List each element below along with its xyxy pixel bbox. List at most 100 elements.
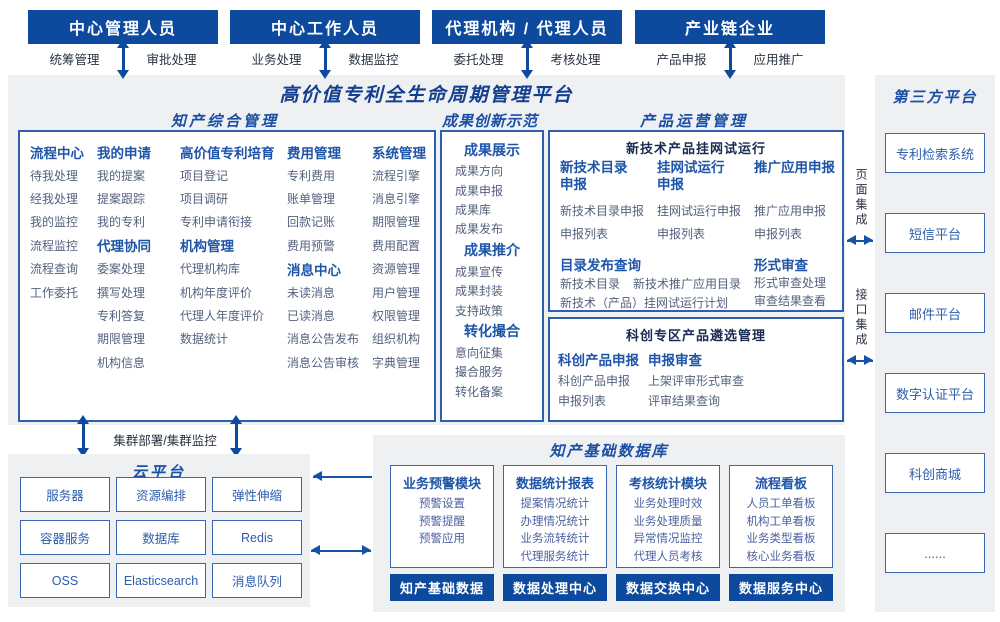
menu-item: 业务处理时效 xyxy=(633,498,703,510)
menu-item: 挂网试运行申报 xyxy=(657,204,742,218)
data-center-bar: 数据处理中心 xyxy=(503,574,607,601)
menu-item: 新技术目录申报 xyxy=(560,204,645,218)
actor-bar: 中心工作人员 xyxy=(230,10,420,44)
column-header: 申报审查 xyxy=(648,353,702,368)
menu-item: 委案处理 xyxy=(97,262,146,277)
column-header: 新技术目录申报 xyxy=(560,159,628,193)
menu-item: 资源管理 xyxy=(372,262,421,277)
module-column-fee-mgmt: 费用管理专利费用账单管理回款记账费用预警消息中心未读消息已读消息消息公告发布消息… xyxy=(287,140,359,374)
actor-role: 委托处理 xyxy=(453,53,504,67)
achievement-rows: 成果展示成果方向成果申报成果库成果发布成果推介成果宣传成果封装支持政策转化撮合意… xyxy=(442,138,542,401)
menu-item: 我的专利 xyxy=(97,215,146,230)
group-header: 机构管理 xyxy=(180,239,234,255)
menu-item: 办理情况统计 xyxy=(520,515,590,528)
data-center-bar: 知产基础数据 xyxy=(390,574,494,601)
actor-roles: 统筹管理 审批处理 xyxy=(28,39,218,79)
menu-item: 流程引擎 xyxy=(372,168,421,183)
actor-role: 数据监控 xyxy=(348,53,399,67)
menu-item: 回款记账 xyxy=(287,215,336,230)
cloud-platform-title: 云平台 xyxy=(131,464,186,481)
menu-item: 提案情况统计 xyxy=(520,498,590,510)
menu-item: 我的提案 xyxy=(97,168,146,183)
module-items: 提案情况统计办理情况统计业务流转统计代理服务统计 xyxy=(504,496,606,566)
cloud-service-box: Redis xyxy=(212,520,302,555)
menu-item: 字典管理 xyxy=(372,355,421,370)
catalog-line: 新技术（产品）挂网试运行计划 xyxy=(560,294,754,313)
trial-run-title: 新技术产品挂网试运行 xyxy=(625,141,766,156)
catalog-line: 新技术目录新技术推广应用目录 xyxy=(560,275,754,294)
menu-item: 流程查询 xyxy=(30,262,79,277)
menu-item: 提案跟踪 xyxy=(97,191,146,206)
actor-role: 业务处理 xyxy=(251,53,302,67)
ip-database-modules: 业务预警模块 预警设置预警提醒预警应用 数据统计报表 提案情况统计办理情况统计业… xyxy=(390,465,833,568)
cloud-service-box: 服务器 xyxy=(20,477,110,512)
group-header: 高价值专利培育 xyxy=(180,145,275,161)
menu-item: 机构工单看板 xyxy=(746,515,816,528)
column-header-line: 申报 xyxy=(657,177,684,192)
column-header: 推广应用申报 xyxy=(754,159,835,176)
column-header: 挂网试运行申报 xyxy=(657,159,725,193)
actor-role: 产品申报 xyxy=(656,53,707,67)
db-module-warning: 业务预警模块 预警设置预警提醒预警应用 xyxy=(390,465,494,568)
db-module-assessment: 考核统计模块 业务处理时效业务处理质量异常情况监控代理人员考核 xyxy=(616,465,720,568)
menu-item: 消息公告发布 xyxy=(287,332,360,347)
menu-item: 申报列表 xyxy=(560,227,609,241)
menu-item: 审查结果查看 xyxy=(754,293,827,308)
group-header: 我的申请 xyxy=(97,145,151,161)
ip-database-title: 知产基础数据库 xyxy=(549,443,669,460)
group-header: 转化撮合 xyxy=(464,323,520,340)
third-party-box: 短信平台 xyxy=(885,213,985,253)
left-arrow-icon xyxy=(313,471,372,481)
menu-item: 成果封装 xyxy=(455,284,504,299)
column-header-line: 申报 xyxy=(560,177,587,192)
ip-database-bars: 知产基础数据数据处理中心数据交换中心数据服务中心 xyxy=(390,574,833,601)
module-column-system-mgmt: 系统管理流程引擎消息引擎期限管理费用配置资源管理用户管理权限管理组织机构字典管理 xyxy=(372,140,426,374)
menu-item: 形式审查处理 xyxy=(754,276,827,290)
actor-bar: 中心管理人员 xyxy=(28,10,218,44)
db-module-kanban: 流程看板 人员工单看板机构工单看板业务类型看板核心业务看板 xyxy=(729,465,833,568)
menu-item: 核心业务看板 xyxy=(746,550,816,563)
cloud-service-box: Elasticsearch xyxy=(116,563,206,598)
third-party-box: 专利检索系统 xyxy=(885,133,985,173)
menu-item: 权限管理 xyxy=(372,308,421,323)
menu-item: 机构信息 xyxy=(97,355,146,370)
vertical-double-arrow-icon xyxy=(723,39,736,79)
actor-role: 审批处理 xyxy=(146,53,197,67)
menu-item: 转化备案 xyxy=(455,384,504,399)
menu-item: 组织机构 xyxy=(372,332,421,347)
sci-innovation-title: 科创专区产品遴选管理 xyxy=(625,328,766,343)
module-header: 数据统计报表 xyxy=(515,476,594,491)
menu-item: 我的监控 xyxy=(30,215,79,230)
menu-item: 费用预警 xyxy=(287,238,336,253)
menu-item: 新技术目录 xyxy=(560,277,621,291)
cloud-service-box: 消息队列 xyxy=(212,563,302,598)
vertical-double-arrow-icon xyxy=(77,415,89,457)
column-header: 目录发布查询 xyxy=(560,258,641,273)
menu-item: 代理人年度评价 xyxy=(180,308,265,323)
db-module-statistics: 数据统计报表 提案情况统计办理情况统计业务流转统计代理服务统计 xyxy=(503,465,607,568)
menu-item: 代理服务统计 xyxy=(520,550,590,563)
module-header: 流程看板 xyxy=(754,476,807,491)
horizontal-double-arrow-icon xyxy=(847,355,873,365)
menu-item: 成果库 xyxy=(455,202,492,217)
third-party-box: 数字认证平台 xyxy=(885,373,985,413)
menu-item: 项目调研 xyxy=(180,191,229,206)
group-header: 成果推介 xyxy=(464,242,520,259)
vertical-double-arrow-icon xyxy=(318,39,331,79)
menu-item: 工作委托 xyxy=(30,285,79,300)
column-header-line: 新技术目录 xyxy=(560,160,628,175)
module-column-patent-cultivation: 高价值专利培育项目登记项目调研专利申请衔接机构管理代理机构库机构年度评价代理人年… xyxy=(180,140,275,351)
menu-item: 支持政策 xyxy=(455,303,504,318)
vertical-double-arrow-icon xyxy=(520,39,533,79)
menu-item: 业务流转统计 xyxy=(520,533,590,545)
platform-panel: 高价值专利全生命周期管理平台 知产综合管理 流程中心待我处理经我处理我的监控流程… xyxy=(8,75,845,425)
column-items: 新技术目录申报申报列表 xyxy=(560,200,644,246)
group-header: 流程中心 xyxy=(30,145,84,161)
section-title-product-ops: 产品运营管理 xyxy=(639,113,748,130)
vertical-double-arrow-icon xyxy=(116,39,129,79)
horizontal-double-arrow-icon xyxy=(847,235,873,245)
menu-item: 异常情况监控 xyxy=(633,533,703,545)
column-header: 科创产品申报 xyxy=(558,353,639,368)
third-party-box: ...... xyxy=(885,533,985,573)
menu-item: 申报列表 xyxy=(558,393,607,408)
